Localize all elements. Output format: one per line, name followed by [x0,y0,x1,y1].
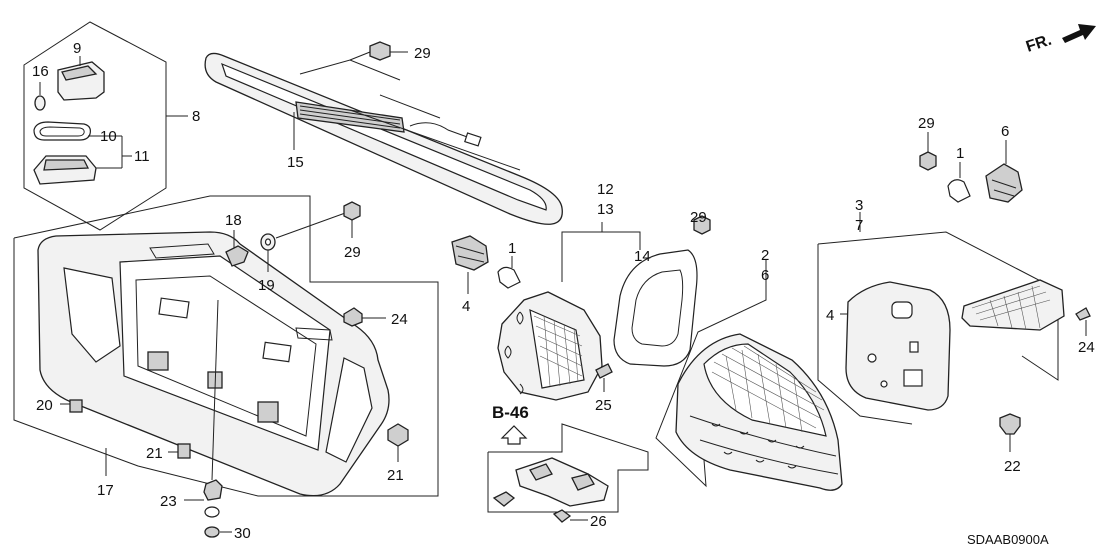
callout-9: 8 [192,108,200,125]
nut-icon [693,215,711,235]
clip-icon [387,423,409,447]
callout-29-mid: 29 [344,244,361,261]
nut-icon [919,151,937,171]
bolt-icon [492,491,516,507]
plate-opening [891,301,913,319]
direction-label: FR. [1024,32,1054,56]
garnish-clip [69,399,83,413]
callout-22: 22 [1004,458,1021,475]
callout-1-right: 1 [956,145,964,162]
mounting-bracket [515,457,609,507]
bracket-group [487,423,649,523]
callout-17: 16 [32,63,49,80]
callout-12: 11 [134,148,150,165]
callout-20: 19 [258,277,275,294]
screw-icon [1075,307,1091,321]
reference-label: B-46 [492,403,529,422]
front-direction-arrow: FR. [1024,24,1096,56]
callout-26: 24 [1078,339,1095,356]
trunk-garnish-group [13,195,439,538]
tail-light-group [655,132,1091,491]
callout-10: 9 [73,40,81,57]
clip-icon [343,307,363,327]
callout-29-right: 29 [918,115,935,132]
callout-21-left: 20 [36,397,53,414]
callout-29-center: 29 [690,209,707,226]
high-mount-stop-light-group [204,41,563,225]
mount-tab [147,351,169,371]
license-light-group [23,21,188,231]
callout-1-mid: 1 [508,240,516,257]
nut-icon [369,41,391,61]
callout-19: 18 [225,212,242,229]
callout-13: 12 [597,181,614,198]
callout-15: 13 [597,201,614,218]
callout-25: 23 [160,493,177,510]
nut-icon [343,201,361,221]
callout-18: 17 [97,482,114,499]
bulb-icon [497,266,521,289]
callout-24: 24 [391,311,408,328]
callout-2: 2 [761,247,769,264]
license-bulb [34,95,46,111]
callout-5: 4 [462,298,470,315]
callout-labels: 9 16 8 10 11 29 15 18 19 29 24 21 20 21 … [32,40,1095,547]
callout-7: 6 [761,267,769,284]
bolt-icon [552,509,572,523]
callout-11: 10 [100,128,117,145]
callout-8: 7 [855,217,863,234]
stud-icon [203,479,223,501]
lamp-gasket [613,249,698,367]
bolt-icon [225,245,249,267]
drawing-code: SDAAB0900A [967,532,1049,547]
callout-3: 3 [855,197,863,214]
callout-29-top: 29 [414,45,431,62]
reference-arrow-icon [500,425,528,445]
garnish-window-right [325,357,373,463]
callout-14: 14 [634,248,651,265]
clip-icon [999,413,1021,435]
garnish-window-left [63,267,121,363]
inner-lamp-group [451,215,711,401]
callout-21-bottom: 21 [146,445,163,462]
callout-27: 25 [595,397,612,414]
light-base-plate [845,281,951,411]
callout-6: 6 [1001,123,1009,140]
wiring-harness-connector [961,279,1065,331]
garnish-clip [177,443,191,459]
callout-28: 26 [590,513,607,530]
bulb-icon [947,179,971,203]
lens-gasket [33,121,91,141]
callout-16: 15 [287,154,304,171]
bulb-socket [451,235,489,271]
nut-icon [204,526,220,538]
arrow-icon [1062,24,1096,43]
callout-30: 30 [234,525,251,542]
screw-icon [595,363,613,379]
callout-4: 4 [826,307,834,324]
bulb-socket [985,163,1023,203]
callout-23: 21 [387,467,404,484]
